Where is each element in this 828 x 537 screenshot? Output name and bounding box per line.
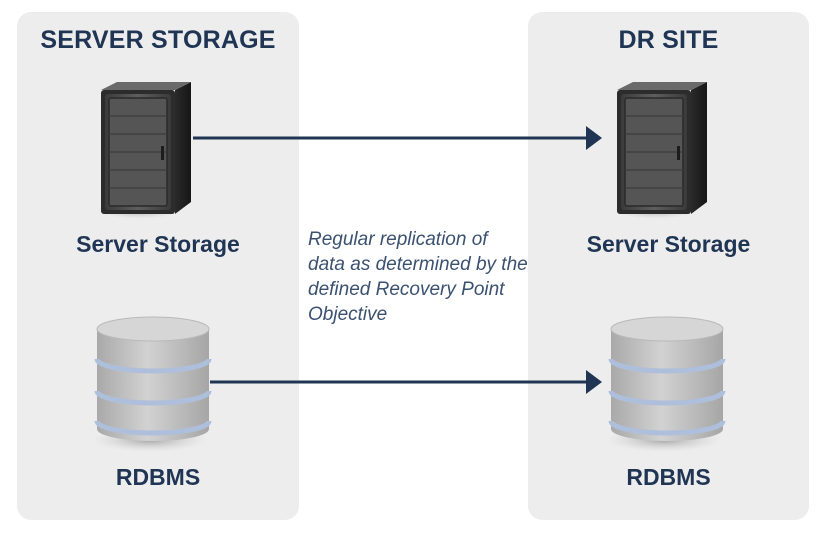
server-tower-icon — [613, 82, 707, 219]
server-tower-icon — [97, 82, 191, 219]
server-replication-arrow — [193, 126, 602, 150]
dr-site-panel-title: DR SITE — [618, 26, 719, 54]
database-cylinder-icon — [606, 316, 726, 452]
replication-annotation: Regular replication of data as determine… — [308, 229, 528, 325]
source-server-label: Server Storage — [76, 231, 240, 257]
source-panel-title: SERVER STORAGE — [40, 26, 276, 54]
dr-rdbms-label: RDBMS — [626, 464, 711, 490]
rdbms-replication-arrow — [210, 370, 602, 394]
dr-server-label: Server Storage — [586, 231, 751, 257]
source-rdbms-label: RDBMS — [115, 464, 201, 490]
database-cylinder-icon — [92, 316, 212, 452]
